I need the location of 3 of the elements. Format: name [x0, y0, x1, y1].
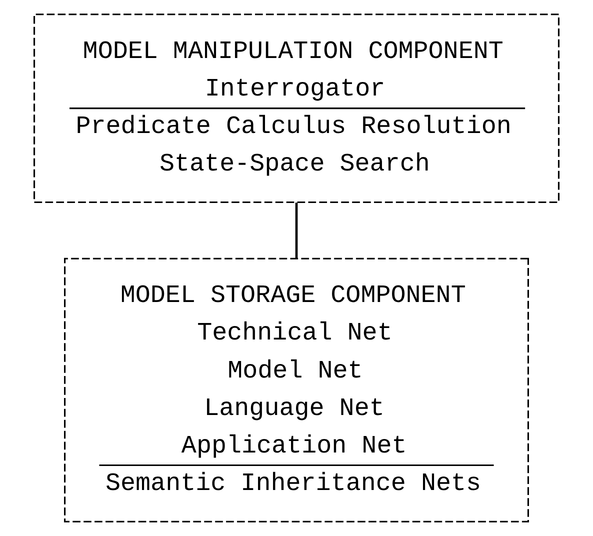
- node-box: MODEL MANIPULATION COMPONENT Interrogator Predicate Calculus Resolution State-Space Search: [33, 14, 560, 204]
- connector: [295, 202, 298, 258]
- node-box: MODEL STORAGE COMPONENT Technical Net Model Net Language Net Application Net Semantic Inheritance Nets: [64, 258, 529, 522]
